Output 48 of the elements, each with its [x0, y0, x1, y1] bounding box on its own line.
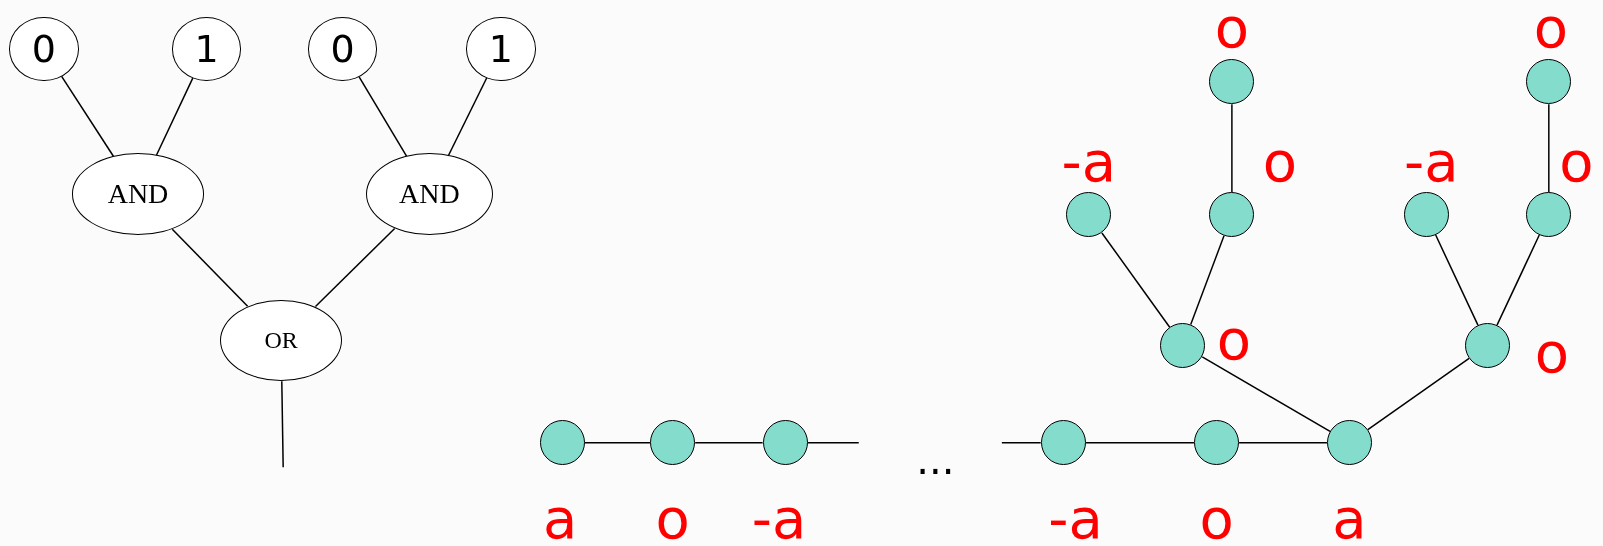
node-label: o — [1559, 133, 1594, 190]
gate-label: AND — [399, 178, 460, 211]
connector-line — [1231, 103, 1233, 193]
connector-line — [1238, 441, 1328, 444]
tree-node-circle — [1326, 420, 1372, 466]
gate-label: AND — [107, 178, 169, 211]
tree-node-circle — [1465, 323, 1510, 368]
node-label: -a — [1061, 133, 1117, 190]
connector-line — [1101, 232, 1171, 329]
connector-line — [1189, 235, 1225, 326]
node-label: -a — [1404, 133, 1459, 190]
connector-line — [1001, 441, 1042, 444]
input-value: 1 — [488, 27, 513, 72]
tree-node-circle — [1066, 192, 1112, 238]
connector-line — [314, 227, 396, 308]
connector-line — [171, 228, 249, 307]
input-value: 1 — [194, 27, 219, 72]
connector-line — [1367, 357, 1470, 431]
input-value: 0 — [330, 27, 355, 72]
connector-line — [447, 77, 488, 156]
node-label: o — [1216, 312, 1252, 369]
node-label: -a — [751, 491, 807, 546]
connector-line — [584, 441, 651, 444]
node-label: o — [1262, 133, 1298, 190]
connector-line — [1548, 103, 1550, 193]
tree-node-circle — [1526, 192, 1572, 238]
node-label: o — [1534, 324, 1569, 381]
tree-node-circle — [1160, 323, 1206, 368]
ellipsis-label: ... — [916, 440, 955, 481]
connector-line — [358, 76, 408, 157]
tree-node-circle — [1403, 192, 1449, 238]
node-label: o — [655, 491, 690, 546]
connector-line — [1434, 234, 1479, 326]
node-label: o — [1214, 0, 1249, 56]
input-value: 0 — [31, 27, 57, 72]
connector-line — [281, 380, 284, 468]
gate-label: OR — [264, 326, 298, 354]
connector-line — [1201, 356, 1331, 433]
node-label: a — [1332, 491, 1367, 546]
node-label: a — [543, 491, 578, 546]
connector-line — [1084, 441, 1195, 444]
connector-line — [694, 441, 764, 444]
node-label: o — [1199, 491, 1234, 546]
node-label: -a — [1048, 491, 1103, 546]
connector-line — [60, 75, 115, 157]
node-label: o — [1533, 0, 1568, 56]
connector-line — [1496, 234, 1540, 326]
connector-line — [806, 441, 860, 444]
